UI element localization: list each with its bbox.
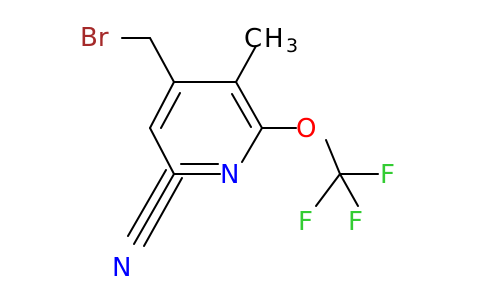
oxygen-label: O [296, 114, 316, 144]
bond-c3-c2 [235, 81, 263, 129]
fluorine-label-left: F [298, 207, 313, 237]
bond-c3-methyl [235, 45, 257, 83]
bond-c4-ch2 [149, 37, 175, 83]
fluorine-label-right: F [380, 160, 395, 190]
bond-c5-c4-inner [160, 92, 181, 129]
bond-c2-n1 [241, 127, 263, 163]
fluorine-label-bottom: F [348, 207, 363, 237]
bond-c3-c2-inner [231, 93, 252, 128]
bond-c6-c5 [149, 127, 175, 175]
bond-c6-cn [133, 173, 175, 245]
bond-c6-cn-2 [127, 169, 167, 237]
bond-c6-cn-3 [143, 177, 183, 247]
ring-nitrogen-label: N [220, 160, 239, 190]
nitrile-nitrogen-label: N [112, 253, 131, 283]
methyl-h3-subscript: 3 [286, 35, 298, 57]
bond-cf3-f2 [315, 173, 341, 207]
methyl-carbon-label: C [244, 24, 262, 54]
methyl-hydrogen-label: H [264, 24, 284, 54]
bond-o-cf3 [325, 139, 341, 175]
bond-c5-c4 [149, 81, 175, 129]
bromine-label: Br [80, 23, 109, 53]
bond-cf3-f3 [339, 173, 359, 207]
